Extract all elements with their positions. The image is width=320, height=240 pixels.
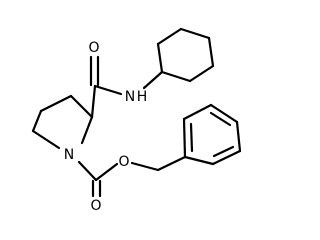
atom-labels: O N H N O O (64, 40, 148, 214)
bond (77, 160, 98, 182)
bond (94, 162, 119, 182)
bond (235, 120, 242, 153)
bond (31, 129, 61, 150)
structure-diagram: O N H N O O (31, 27, 242, 214)
bond (211, 149, 242, 166)
bond (156, 42, 164, 74)
atom-label-oxygen: O (88, 40, 99, 56)
bond (80, 115, 94, 145)
bond (39, 94, 73, 113)
molecule-canvas: O N H N O O (31, 27, 242, 214)
atom-label-oxygen: O (118, 154, 129, 170)
bond (189, 122, 194, 153)
bond (209, 111, 232, 127)
bond (142, 70, 164, 90)
atom-label-hydrogen: H (137, 89, 148, 105)
atom-label-nitrogen: N (125, 89, 135, 105)
bond (156, 155, 187, 172)
bond (207, 36, 215, 68)
bond (183, 155, 215, 166)
atom-label-oxygen: O (90, 198, 101, 214)
bond (156, 27, 183, 46)
bond (69, 94, 94, 119)
bond (130, 161, 160, 172)
bond (179, 27, 211, 40)
bond (209, 103, 239, 124)
bond (31, 109, 43, 133)
bond (182, 103, 213, 121)
bonds (31, 27, 242, 198)
bond (188, 64, 215, 83)
bond (212, 145, 235, 158)
bond (93, 84, 123, 96)
bond (90, 84, 97, 119)
bond (182, 117, 187, 159)
atom-label-nitrogen: N (64, 147, 74, 163)
bond (160, 70, 192, 83)
